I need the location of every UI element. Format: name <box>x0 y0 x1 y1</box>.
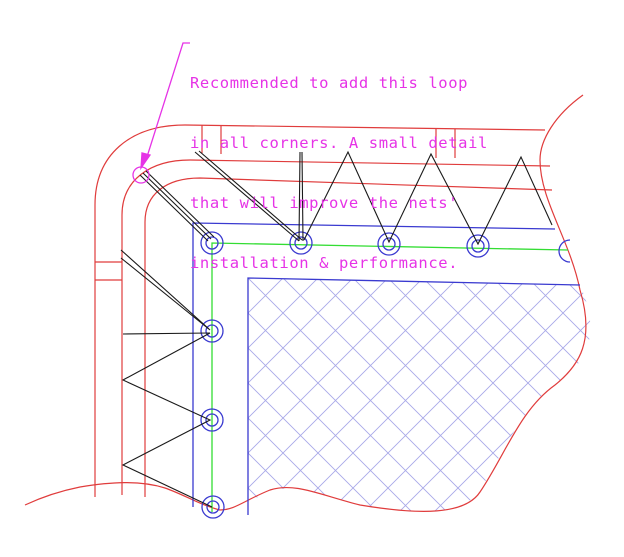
eyelets <box>200 231 571 519</box>
annotation-line-3: that will improve the nets' <box>190 194 459 212</box>
eyelet-left-1 <box>200 319 224 343</box>
leader-arrowhead <box>140 152 152 171</box>
net-mesh <box>248 278 591 512</box>
eyelet-left-3 <box>201 495 225 519</box>
eyelet-left-2 <box>200 408 224 432</box>
leader-line <box>145 42 190 161</box>
eyelet-top-1 <box>289 231 313 255</box>
lacing <box>120 150 553 508</box>
eyelet-top-3 <box>466 234 490 258</box>
structure-frame <box>24 94 587 512</box>
annotation-text: Recommended to add this loop in all corn… <box>190 33 488 293</box>
eyelet-top-partial <box>558 239 571 263</box>
eyelet-top-2 <box>377 232 401 256</box>
corner-loop <box>132 42 190 184</box>
annotation-line-2: in all corners. A small detail <box>190 134 488 152</box>
annotation-line-1: Recommended to add this loop <box>190 74 469 92</box>
annotation-line-4: installation & performance. <box>190 254 459 272</box>
perimeter-rope <box>211 242 569 512</box>
eyelet-corner <box>200 231 224 255</box>
